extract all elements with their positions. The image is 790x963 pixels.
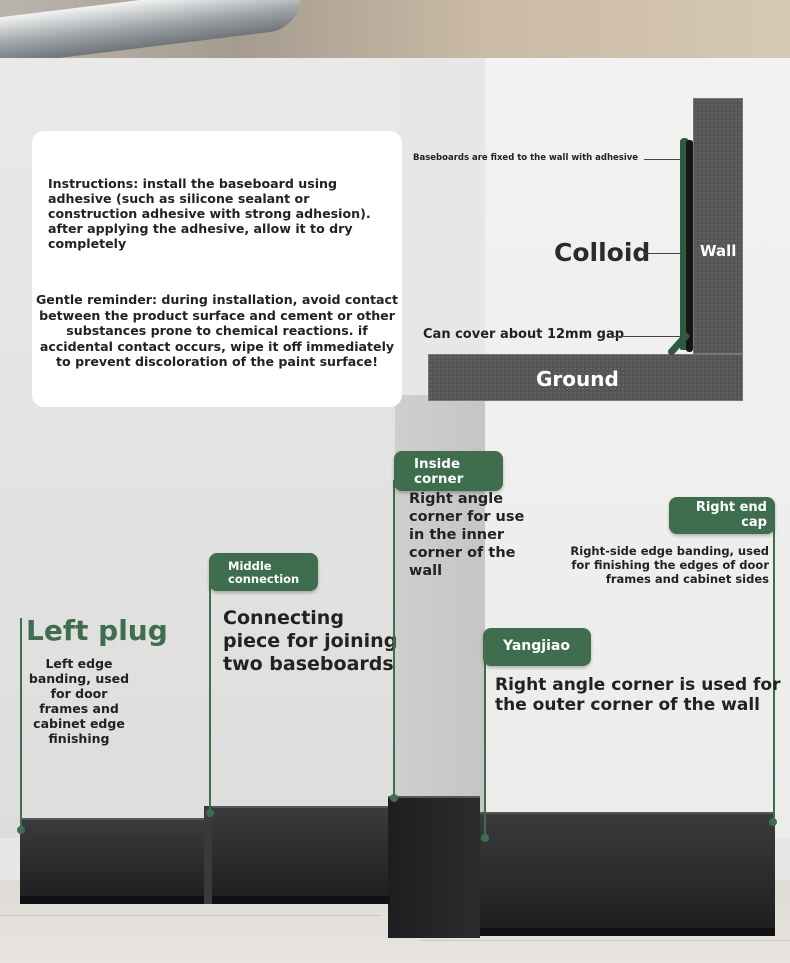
adhesive-layer — [686, 140, 693, 352]
middle-connection-tag: Middle connection — [209, 553, 318, 591]
baseboard-inside-corner — [388, 796, 480, 938]
diagram-wall-block — [693, 98, 743, 354]
diagram-note-top: Baseboards are fixed to the wall with ad… — [413, 153, 639, 163]
leader-line — [643, 253, 687, 254]
right-end-cap-tag: Right end cap — [669, 497, 775, 534]
baseboard-profile — [680, 138, 689, 350]
instructions-card — [32, 131, 402, 407]
reminder-text: Gentle reminder: during installation, av… — [35, 292, 399, 369]
callout-dot-yangjiao — [481, 834, 489, 842]
callout-line-middle-connection — [209, 585, 211, 815]
inside-corner-description: Right angle corner for use in the inner … — [409, 491, 525, 579]
yangjiao-tag: Yangjiao — [483, 628, 591, 666]
baseboard-foot — [480, 928, 775, 936]
baseboard-left — [20, 818, 208, 900]
callout-line-right-end-cap — [773, 528, 775, 824]
baseboard-right — [480, 812, 775, 932]
middle-connector-piece — [204, 806, 212, 904]
callout-dot-left-plug — [17, 826, 25, 834]
callout-dot-right-end-cap — [769, 818, 777, 826]
yangjiao-description: Right angle corner is used for the outer… — [495, 675, 781, 715]
right-end-cap-description: Right-side edge banding, used for finish… — [570, 544, 769, 586]
middle-connection-description: Connecting piece for joining two baseboa… — [223, 607, 398, 675]
floor-seam — [0, 915, 380, 916]
diagram-ground-label: Ground — [536, 367, 619, 391]
left-plug-title: Left plug — [26, 614, 168, 647]
diagram-ground-block — [428, 354, 743, 401]
diagram-gap-note: Can cover about 12mm gap — [423, 327, 625, 342]
floor-seam — [420, 940, 790, 941]
callout-dot-middle-connection — [206, 809, 214, 817]
right-wall — [485, 58, 790, 838]
diagram-wall-label: Wall — [700, 242, 737, 260]
callout-line-yangjiao — [484, 662, 486, 838]
diagram-colloid-label: Colloid — [554, 238, 651, 267]
callout-dot-inside-corner — [390, 794, 398, 802]
instructions-text: Instructions: install the baseboard usin… — [48, 176, 371, 251]
leader-line — [610, 336, 682, 337]
leader-line — [644, 159, 684, 160]
baseboard-middle — [208, 806, 388, 900]
callout-line-left-plug — [20, 618, 22, 830]
inside-corner-tag: Inside corner — [394, 451, 503, 491]
left-plug-description: Left edge banding, used for door frames … — [28, 656, 130, 746]
callout-line-inside-corner — [393, 480, 395, 800]
